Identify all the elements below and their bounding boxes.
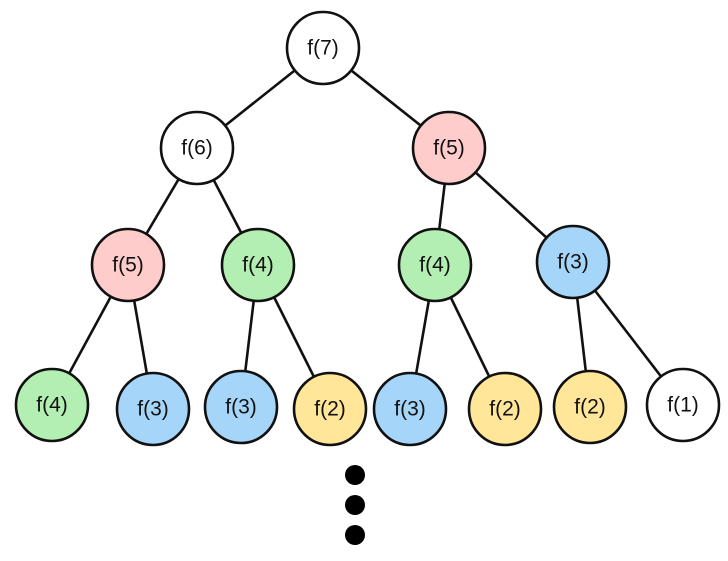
tree-node-n8: f(3): [115, 371, 191, 447]
node-circle: [645, 367, 721, 443]
node-label: f(3): [137, 398, 169, 421]
tree-node-n10: f(2): [292, 371, 368, 447]
tree-node-n12: f(2): [467, 371, 543, 447]
tree-node-n0: f(7): [285, 10, 361, 86]
nodes-layer: f(7) f(6) f(5) f(5) f(4) f(4) f(3) f(4) f(3) f(3)…: [14, 10, 721, 447]
node-label: f(5): [433, 137, 465, 160]
tree-node-n5: f(4): [397, 227, 473, 303]
tree-node-n13: f(2): [552, 369, 628, 445]
ellipsis-dot: [345, 465, 365, 485]
node-circle: [115, 371, 191, 447]
node-circle: [14, 367, 90, 443]
node-label: f(7): [307, 37, 339, 60]
node-circle: [159, 110, 235, 186]
tree-node-n1: f(6): [159, 110, 235, 186]
continuation-dots: [345, 465, 365, 545]
node-circle: [467, 371, 543, 447]
node-label: f(4): [242, 254, 274, 277]
node-circle: [552, 369, 628, 445]
node-label: f(2): [314, 398, 346, 421]
node-circle: [292, 371, 368, 447]
tree-node-n11: f(3): [372, 371, 448, 447]
node-circle: [203, 369, 279, 445]
ellipsis-dot: [345, 525, 365, 545]
node-circle: [285, 10, 361, 86]
node-circle: [397, 227, 473, 303]
tree-node-n7: f(4): [14, 367, 90, 443]
node-circle: [372, 371, 448, 447]
node-circle: [220, 227, 296, 303]
node-circle: [411, 110, 487, 186]
tree-node-n2: f(5): [411, 110, 487, 186]
node-label: f(1): [667, 394, 699, 417]
node-label: f(2): [574, 396, 606, 419]
node-label: f(4): [36, 394, 68, 417]
node-label: f(3): [225, 396, 257, 419]
tree-node-n4: f(4): [220, 227, 296, 303]
node-circle: [90, 227, 166, 303]
node-label: f(6): [181, 137, 213, 160]
node-label: f(3): [557, 251, 589, 274]
node-label: f(3): [394, 398, 426, 421]
tree-node-n3: f(5): [90, 227, 166, 303]
node-label: f(2): [489, 398, 521, 421]
node-label: f(5): [112, 254, 144, 277]
node-label: f(4): [419, 254, 451, 277]
tree-node-n9: f(3): [203, 369, 279, 445]
tree-node-n14: f(1): [645, 367, 721, 443]
ellipsis-dot: [345, 495, 365, 515]
node-circle: [535, 224, 611, 300]
tree-node-n6: f(3): [535, 224, 611, 300]
